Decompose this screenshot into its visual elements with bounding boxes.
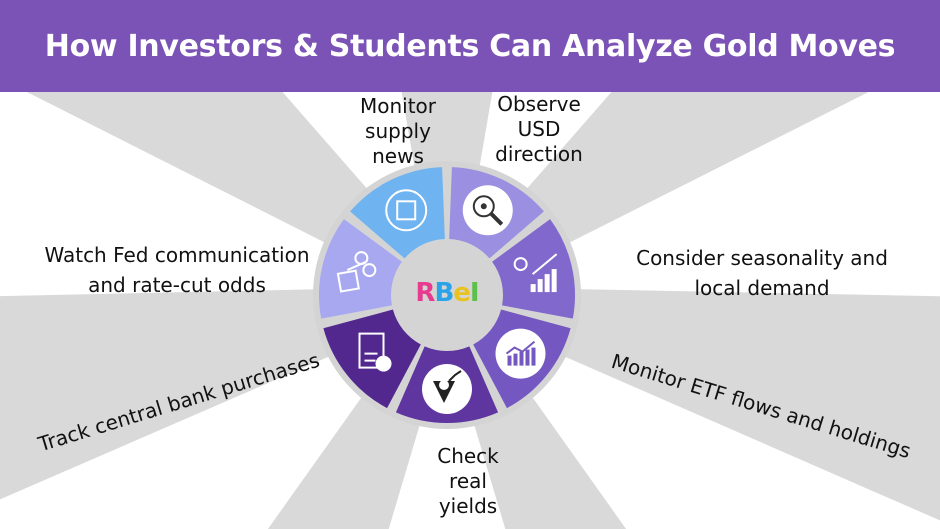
wheel-segment: [323, 309, 421, 409]
wheel-segment: [492, 219, 575, 319]
background-band: [0, 78, 391, 297]
page-title: How Investors & Students Can Analyze Gol…: [44, 28, 896, 64]
logo: RBeI: [415, 278, 479, 308]
background-band: [489, 327, 940, 529]
rate-cut-icon: [336, 251, 377, 293]
magnifier-eye-icon: [462, 185, 513, 236]
yield-dollar-icon: [422, 364, 472, 414]
clipboard-dollar-icon: [358, 332, 392, 372]
background-band: [388, 354, 506, 529]
box-gear-icon: [385, 189, 428, 232]
wheel-segment: [319, 219, 402, 319]
background-band: [503, 56, 940, 297]
header: How Investors & Students Can Analyze Gol…: [0, 0, 940, 92]
etf-chart-icon: [495, 328, 546, 379]
wheel-hub: [395, 243, 499, 347]
growth-chart-icon: [513, 253, 558, 293]
background-band: [0, 327, 405, 529]
